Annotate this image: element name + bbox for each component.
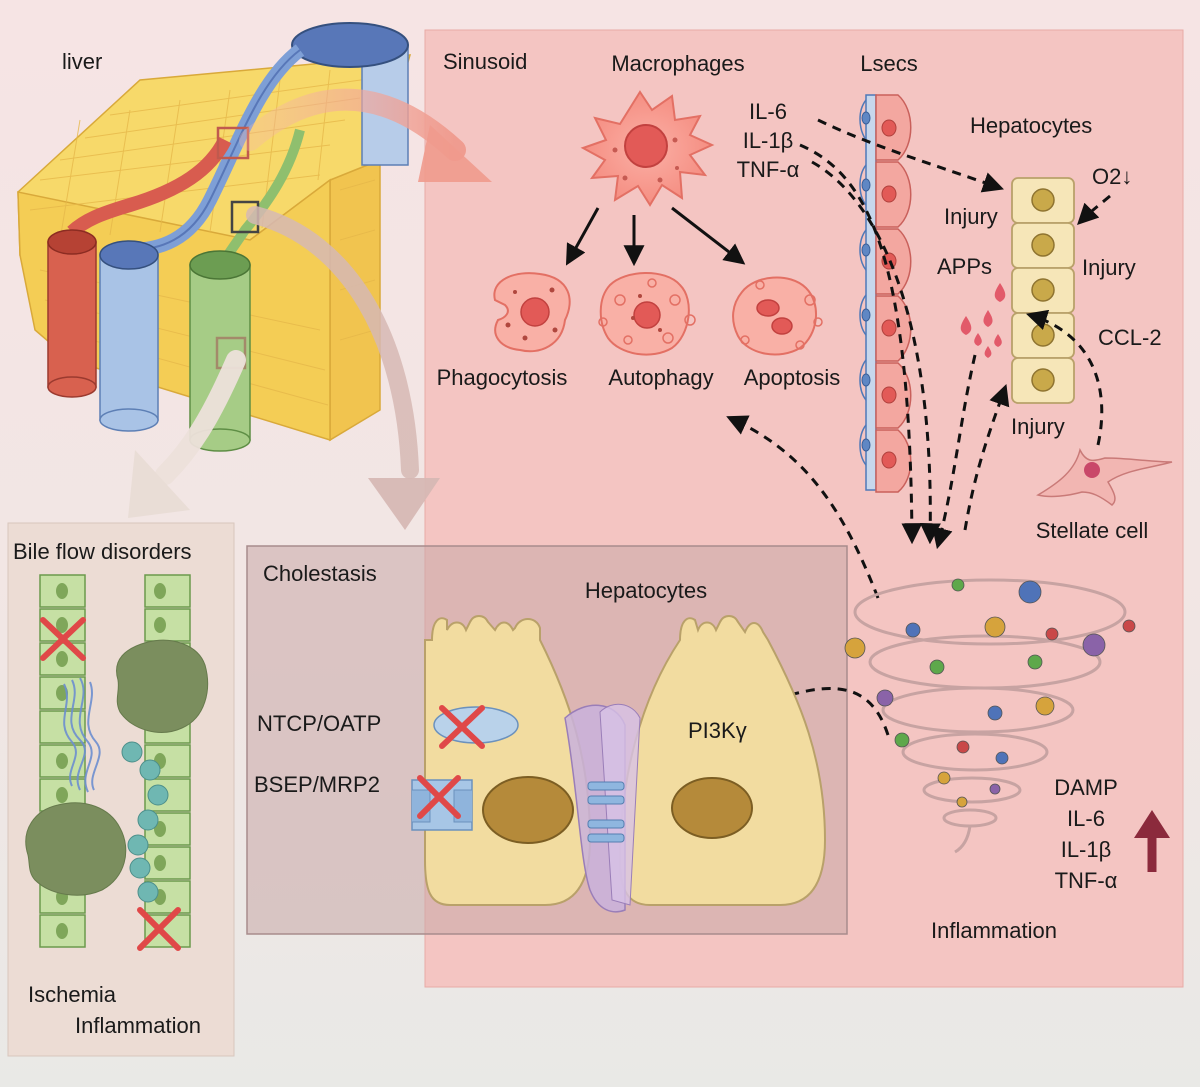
macrophage-cell [580, 90, 715, 207]
cholestasis-hepatocyte-left [424, 615, 592, 906]
sinusoid-title: Sinusoid [443, 49, 528, 74]
bile-block-x-top [40, 617, 86, 661]
inflammation-vortex [853, 578, 1127, 854]
cytokine-to-inflammation-arrows [799, 143, 941, 545]
stellate-cell-label: Stellate cell [1035, 518, 1149, 543]
phagocytosis-label: Phagocytosis [436, 365, 568, 390]
damp-label: DAMP [1054, 775, 1118, 800]
injury-bottom-label: Injury [1011, 414, 1065, 439]
damp-il1b: IL-1β [1060, 837, 1112, 862]
hepatocyte-column [1011, 177, 1075, 404]
cytokine-il6: IL-6 [749, 99, 787, 124]
bile-duct-left [25, 574, 127, 948]
zoom-arrow-to-sinusoid [239, 88, 492, 182]
macrophage-fate-arrows [565, 206, 746, 267]
o2-decrease-label: O2↓ [1092, 164, 1133, 189]
inflammation-to-pi3k-arrow [761, 686, 890, 736]
cholestasis-title: Cholestasis [263, 561, 377, 586]
stellate-cell [1036, 447, 1173, 506]
injury-top-label: Injury [944, 204, 998, 229]
ntcp-oatp-label: NTCP/OATP [257, 711, 382, 736]
apoptosis-label: Apoptosis [743, 365, 841, 390]
damp-tnfa: TNF-α [1054, 868, 1118, 893]
ccl2-label: CCL-2 [1098, 325, 1162, 350]
lsec-endothelium [859, 94, 912, 493]
phagocytosis-cell [493, 272, 571, 353]
bile-duct-right [116, 574, 209, 948]
tight-junction [564, 703, 641, 913]
apps-droplets [960, 283, 1006, 358]
hepatocyte-to-inflammation-arrow [932, 354, 1010, 550]
inflammation-to-macrophage-arrow [726, 415, 880, 599]
autophagy-cell [598, 272, 696, 356]
cytokine-increase-arrow [1134, 810, 1170, 872]
bsep-mrp2-transporter [411, 779, 473, 831]
cytokine-tnfa: TNF-α [736, 157, 800, 182]
bile-block-x-bottom [137, 907, 181, 951]
apoptosis-cell [732, 276, 823, 356]
cytokine-il1b: IL-1β [742, 128, 794, 153]
ccl2-arrow [1025, 309, 1104, 446]
bsep-block-x [417, 775, 461, 819]
bile-flow-title: Bile flow disorders [13, 539, 192, 564]
ischemia-label: Ischemia [28, 982, 117, 1007]
cholestasis-hepatocytes-label: Hepatocytes [584, 578, 708, 603]
damp-il6: IL-6 [1067, 806, 1105, 831]
macrophages-label: Macrophages [611, 51, 745, 76]
o2-arrow [1077, 194, 1111, 225]
bsep-mrp2-label: BSEP/MRP2 [254, 772, 380, 797]
sinusoid-cytokine-list: IL-6 IL-1β TNF-α [716, 97, 820, 184]
liver-label: liver [62, 49, 103, 74]
zoom-arrow-to-bile [128, 350, 246, 518]
inflammation-label: Inflammation [931, 918, 1057, 943]
damp-cytokine-list: DAMP IL-6 IL-1β TNF-α [1034, 772, 1138, 896]
injury-right-label: Injury [1082, 255, 1136, 280]
cytokine-to-hepatocyte-arrow [817, 118, 1004, 193]
ntcp-block-x [439, 705, 485, 749]
lsecs-label: Lsecs [860, 51, 918, 76]
autophagy-label: Autophagy [608, 365, 714, 390]
apps-label: APPs [937, 254, 993, 279]
zoom-arrow-to-cholestasis [246, 206, 440, 530]
inflammation-particles [844, 578, 1136, 808]
cholestasis-hepatocyte-right [618, 615, 827, 906]
bile-inflammation-label: Inflammation [75, 1013, 201, 1038]
pi3k-gamma-label: PI3Kγ [688, 718, 747, 743]
sinusoid-hepatocytes-label: Hepatocytes [970, 113, 1093, 138]
